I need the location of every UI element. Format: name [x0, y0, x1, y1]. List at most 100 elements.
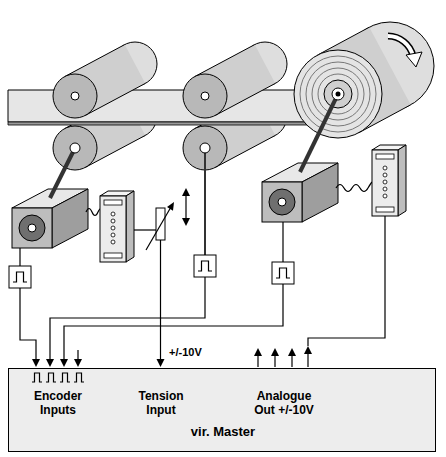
io-group-label: Analogue Out +/-10V: [247, 389, 321, 417]
drive-led: [383, 173, 387, 177]
signal-label: +/-10V: [168, 346, 203, 358]
output-arrow-head: [254, 348, 262, 356]
roller-hub: [70, 143, 80, 153]
drive-led: [383, 180, 387, 184]
roller-hub: [71, 92, 79, 100]
drive-led: [383, 194, 387, 198]
output-arrow: [291, 356, 292, 367]
left-encoder: [9, 248, 31, 288]
drive-connector: [376, 207, 394, 212]
drive-led: [111, 240, 115, 244]
winder-hub-center: [336, 92, 341, 97]
winder-layer: [300, 56, 376, 132]
motor-flange: [19, 215, 45, 241]
right-encoder: [272, 222, 294, 284]
motor-side: [52, 189, 88, 248]
drive-led: [111, 233, 115, 237]
drive-connector: [104, 253, 122, 258]
input-arrow-head: [60, 359, 68, 367]
motor-side: [302, 163, 338, 222]
winder-layer: [318, 74, 358, 114]
motor-front: [12, 208, 52, 248]
encoder-shaft: [204, 148, 206, 255]
roller-hub: [200, 143, 210, 153]
winder-hub: [332, 88, 344, 100]
motor-shaft: [50, 148, 75, 198]
unit-title: vir. Master: [135, 425, 311, 439]
drive-side: [126, 191, 134, 262]
drive-led: [111, 212, 115, 216]
drive-led: [383, 166, 387, 170]
motor-flange: [269, 189, 295, 215]
drive-command-wire: [308, 216, 385, 346]
pulse-symbol: [276, 268, 290, 278]
web-edge: [8, 122, 310, 125]
signal-wires: [20, 216, 385, 367]
pulse-symbol: [60, 373, 70, 382]
motion-arrow-head: [182, 218, 190, 226]
output-arrow: [274, 356, 275, 367]
tension-potentiometer: [134, 188, 190, 250]
motor-cable: [336, 182, 372, 192]
output-arrow: [257, 356, 258, 367]
drive-front: [372, 150, 398, 216]
variable-arrow: [146, 207, 171, 250]
encoder-box: [194, 255, 216, 277]
encoder-wire: [64, 284, 283, 360]
encoder-wire: [20, 288, 36, 360]
winder-face: [294, 50, 382, 138]
pulse-symbol: [32, 373, 42, 382]
motor-hub: [278, 198, 286, 206]
roller-hub: [201, 92, 209, 100]
potentiometer-wire: [134, 229, 156, 230]
encoder-cable: [19, 248, 20, 266]
output-arrow: [307, 354, 308, 367]
drive-connector: [104, 200, 122, 205]
pulse-symbol: [46, 373, 56, 382]
drive-led: [383, 187, 387, 191]
input-arrow-head: [74, 359, 82, 367]
roller-face: [53, 74, 97, 118]
winder-core: [324, 80, 352, 108]
output-arrow-head: [288, 348, 296, 356]
drive-led: [111, 226, 115, 230]
drive-led: [111, 219, 115, 223]
tension-wire: [160, 240, 161, 360]
encoder-box: [272, 262, 294, 284]
motor-shaft: [300, 94, 338, 172]
motor-front: [262, 182, 302, 222]
pulse-symbol: [198, 261, 212, 271]
input-arrow-head: [32, 359, 40, 367]
motor-hub: [28, 224, 36, 232]
encoder-cable: [282, 222, 283, 262]
winder-layer: [312, 68, 364, 120]
variable-arrow-head: [167, 202, 174, 211]
input-arrow-head: [46, 359, 54, 367]
spare-input-arrow: [77, 350, 78, 360]
rotation-arrow-head: [406, 52, 422, 67]
io-group-label: Encoder Inputs: [22, 389, 94, 417]
drive-side: [398, 145, 406, 216]
drive-connector: [376, 154, 394, 159]
output-arrow-head: [304, 346, 312, 354]
motion-arrow: [185, 195, 186, 219]
right-motor: [262, 88, 372, 222]
encoder-wire: [50, 277, 205, 360]
rotation-arrow-outline: [388, 36, 413, 56]
motion-arrow-head: [182, 188, 190, 196]
winder-roll: [294, 22, 434, 138]
encoder-box: [9, 266, 31, 288]
pulse-symbol: [13, 272, 27, 282]
io-group-label: Tension Input: [128, 389, 194, 417]
rotation-arrow: [388, 36, 413, 56]
roller-face: [183, 74, 227, 118]
signal-label-holder: +/-10V: [168, 342, 203, 360]
right-drive: [372, 145, 406, 216]
roller-face: [53, 126, 97, 170]
left-motor: [12, 143, 107, 248]
upper-left-roller: [53, 42, 157, 118]
pulse-symbol: [74, 373, 84, 382]
left-drive: [100, 191, 134, 262]
drive-front: [100, 196, 126, 262]
